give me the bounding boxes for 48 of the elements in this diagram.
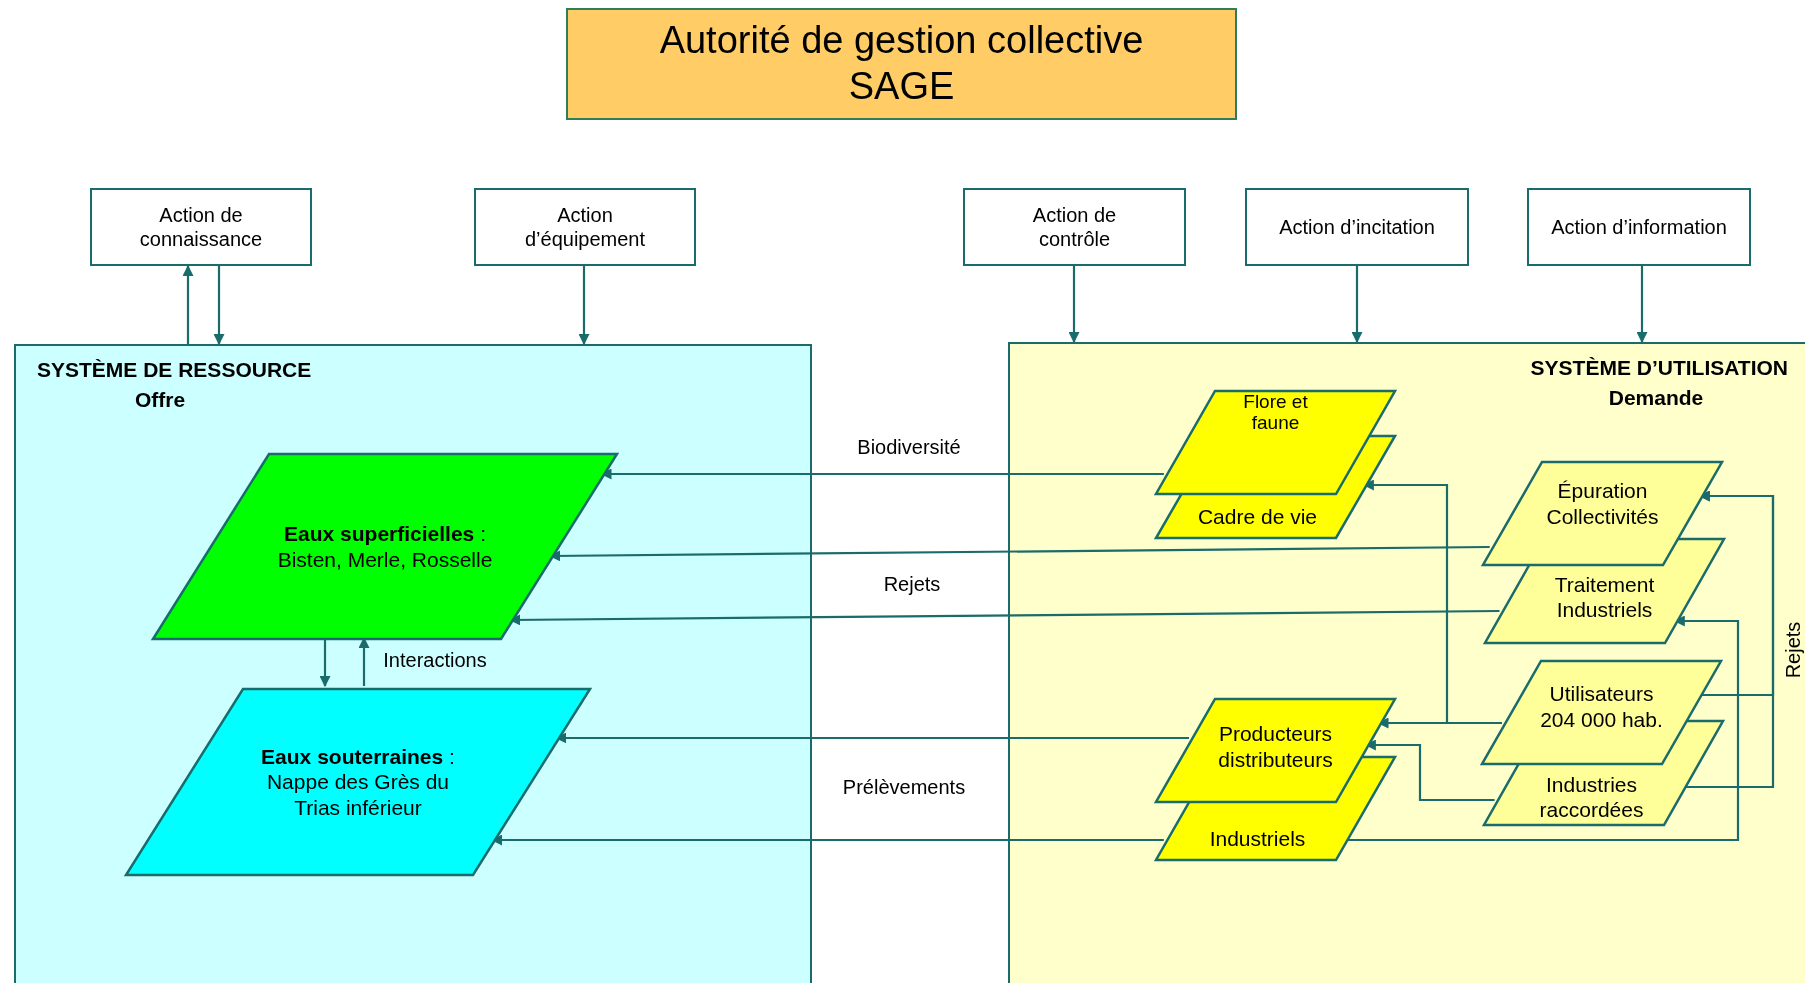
node-label: Flore et faune [1242, 392, 1309, 434]
edge-label: Biodiversité [857, 435, 961, 459]
node-label: Eaux souterraines : Nappe des Grès du Trias inférieur [260, 744, 456, 820]
node-label: Industries raccordées [1538, 771, 1645, 822]
node-label: Autorité de gestion collective SAGE [658, 18, 1145, 109]
arrow [578, 266, 590, 346]
parallelogram-box [1481, 660, 1722, 765]
parallelogram-box [1155, 698, 1396, 803]
parallelogram-box [1155, 435, 1396, 539]
node-label: Traitement Industriels [1553, 571, 1656, 622]
edge-label: Rejets [883, 572, 941, 596]
node-label: Action d’information [1551, 215, 1727, 239]
node-label: Industriels [1209, 825, 1306, 851]
arrow [319, 638, 331, 688]
arrow [1636, 266, 1648, 344]
action-box [963, 188, 1186, 266]
arrow [1351, 266, 1363, 344]
section-heading: SYSTÈME DE RESSOURCE [37, 358, 312, 382]
node-label: Producteurs distributeurs [1217, 721, 1334, 772]
action-box [1527, 188, 1751, 266]
action-box [90, 188, 312, 266]
node-label: Action de contrôle [1031, 203, 1118, 251]
section-heading: Offre [134, 388, 186, 412]
arrow [213, 266, 225, 346]
node-label: Utilisateurs 204 000 hab. [1539, 681, 1664, 732]
edge-label: Rejets [1781, 621, 1805, 679]
node-label: Action d’incitation [1279, 215, 1435, 239]
arrow [182, 264, 194, 344]
parallelogram-box [125, 688, 591, 876]
edge-label: Prélèvements [842, 775, 966, 799]
node-label: Épuration Collectivités [1545, 478, 1660, 529]
parallelogram-box [1155, 390, 1396, 495]
parallelogram-box [1484, 538, 1725, 644]
section-heading: SYSTÈME D’UTILISATION [1530, 356, 1788, 380]
action-box [1245, 188, 1469, 266]
node-label: Action de connaissance [138, 203, 264, 251]
edge-label: Interactions [383, 648, 487, 672]
system-panel [14, 344, 812, 983]
node-label: Cadre de vie [1197, 503, 1318, 529]
parallelogram-box [152, 453, 618, 640]
action-box [474, 188, 696, 266]
node-label: Eaux superficielles : Bisten, Merle, Rosselle [276, 521, 494, 572]
section-heading: Demande [1608, 386, 1704, 410]
system-panel [1008, 342, 1805, 983]
node-label: Action d’équipement [523, 203, 647, 251]
parallelogram-box [1482, 461, 1723, 566]
arrow [1068, 266, 1080, 344]
title-box [566, 8, 1237, 120]
